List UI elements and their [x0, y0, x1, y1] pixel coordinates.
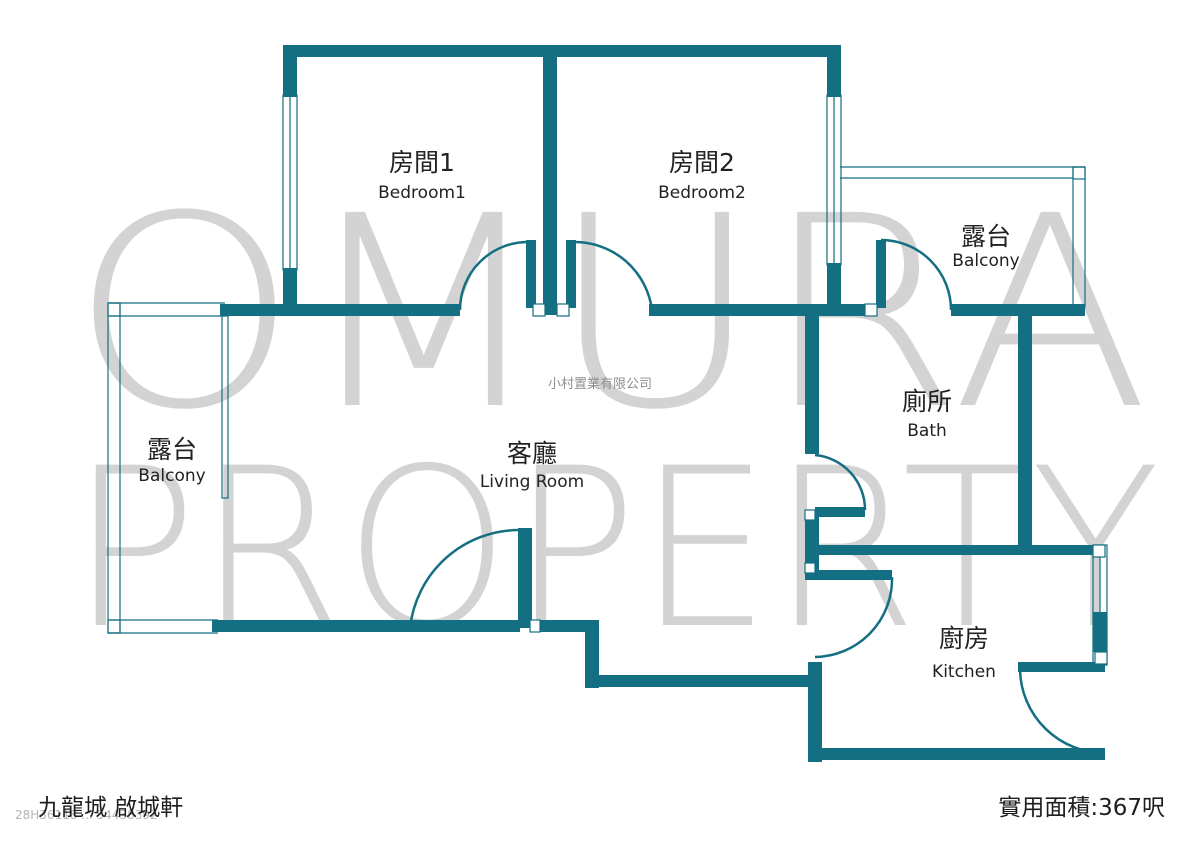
living-room-label-zh: 客廳: [507, 439, 557, 468]
balcony-right-label-zh: 露台: [961, 222, 1011, 251]
bath-label-en: Bath: [907, 421, 947, 441]
door-kitchen: [814, 576, 894, 659]
room-labels: 房間1 Bedroom1 房間2 Bedroom2 露台 Balcony 露台 …: [138, 148, 1019, 682]
door-entrance: [408, 528, 521, 629]
door-bath: [814, 453, 867, 511]
living-room-label-en: Living Room: [480, 472, 584, 492]
door-bedroom1: [458, 240, 529, 311]
bedroom1-label-en: Bedroom1: [378, 183, 466, 203]
kitchen-label-en: Kitchen: [932, 662, 996, 682]
walls: [212, 45, 1107, 762]
door-bedroom2: [573, 240, 654, 311]
door-balcony: [880, 238, 953, 311]
bedroom2-label-zh: 房間2: [669, 148, 735, 177]
balcony-right-label-en: Balcony: [952, 251, 1019, 271]
bedroom2-label-en: Bedroom2: [658, 183, 746, 203]
company-watermark: 小村置業有限公司: [548, 376, 652, 392]
footer: 28H36118 ... 54438392 九龍城 啟城軒 實用面積:367呎: [15, 795, 1165, 822]
bedroom1-label-zh: 房間1: [389, 148, 455, 177]
balcony-left-label-zh: 露台: [147, 435, 197, 464]
reference-code: 28H36118 ... 54438392: [15, 808, 158, 822]
location-label: 九龍城 啟城軒: [38, 795, 183, 821]
bath-label-zh: 廁所: [902, 387, 952, 416]
balcony-left-label-en: Balcony: [138, 466, 205, 486]
door-kitchen-service: [1018, 669, 1106, 755]
area-label: 實用面積:367呎: [998, 795, 1165, 821]
doors: [408, 238, 1108, 755]
kitchen-label-zh: 廚房: [939, 624, 989, 653]
